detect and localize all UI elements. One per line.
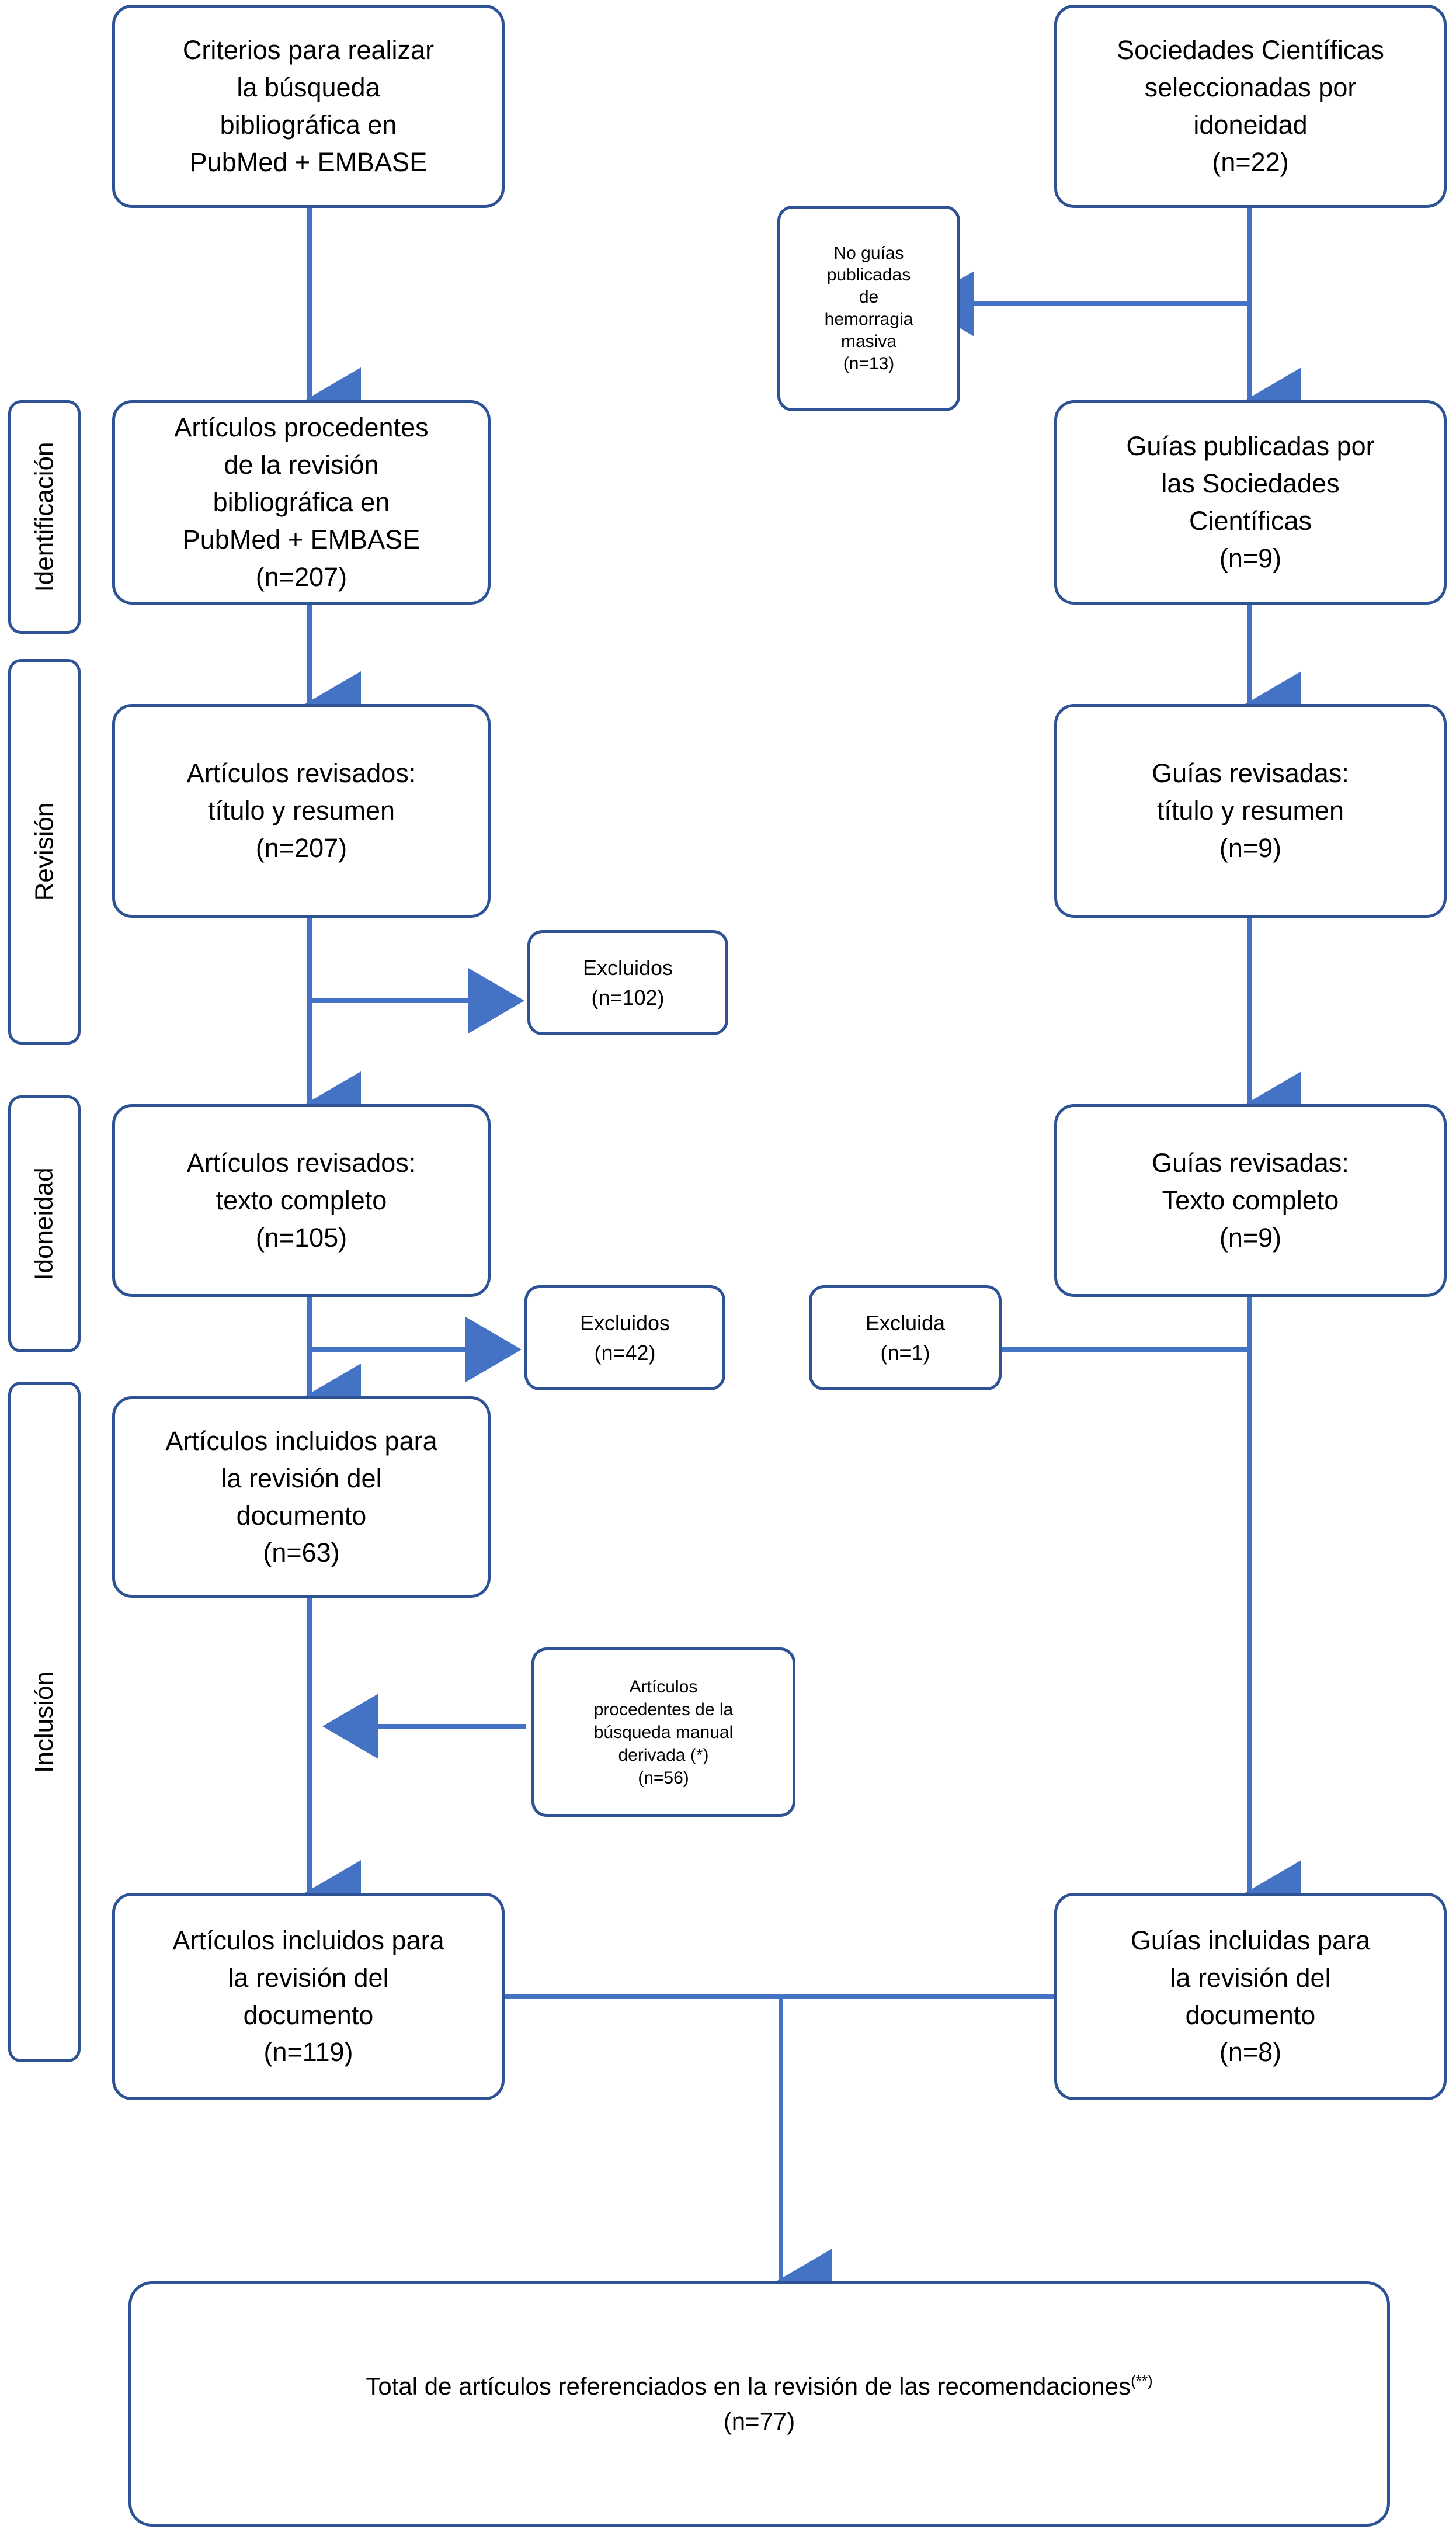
node-excluidos-102: Excluidos (n=102) bbox=[527, 930, 728, 1035]
stage-label-identificacion: Identificación bbox=[30, 442, 59, 592]
node-excluida-1-line-2: (n=1) bbox=[880, 1341, 930, 1365]
node-excluidos-42-line-1: Excluidos bbox=[579, 1310, 670, 1335]
node-articulos-texto-line-1: Artículos revisados: bbox=[186, 1148, 416, 1178]
node-articulos-texto-line-3: (n=105) bbox=[255, 1222, 348, 1253]
node-total-line-1: Total de artículos referenciados en la r… bbox=[140, 2369, 1379, 2404]
node-busqueda-manual-line-2: procedentes de la bbox=[593, 1699, 734, 1719]
node-articulos-incluidos-63-line-3: documento bbox=[236, 1500, 367, 1531]
node-articulos-incluidos-63: Artículos incluidos para la revisión del… bbox=[112, 1396, 491, 1598]
node-guias-incluidas-8-line-4: (n=8) bbox=[1219, 2037, 1282, 2067]
node-articulos-incluidos-119-line-1: Artículos incluidos para bbox=[172, 1925, 444, 1955]
node-articulos-titulo-resumen: Artículos revisados: título y resumen (n… bbox=[112, 704, 491, 918]
node-busqueda-manual-line-3: búsqueda manual bbox=[593, 1722, 734, 1742]
node-articulos-procedentes: Artículos procedentes de la revisión bib… bbox=[112, 400, 491, 605]
node-articulos-incluidos-63-line-1: Artículos incluidos para bbox=[165, 1425, 437, 1456]
node-guias-titulo-resumen: Guías revisadas: título y resumen (n=9) bbox=[1054, 704, 1447, 918]
node-guias-incluidas-8: Guías incluidas para la revisión del doc… bbox=[1054, 1893, 1447, 2100]
node-articulos-incluidos-63-line-4: (n=63) bbox=[263, 1538, 340, 1568]
node-guias-texto-line-1: Guías revisadas: bbox=[1152, 1148, 1349, 1178]
node-no-guias-line-6: (n=13) bbox=[843, 353, 895, 373]
node-guias-publicadas-line-4: (n=9) bbox=[1219, 543, 1282, 573]
stage-band-identificacion: Identificación bbox=[8, 400, 81, 634]
stage-band-inclusion: Inclusión bbox=[8, 1382, 81, 2062]
node-total-superscript: (**) bbox=[1131, 2372, 1153, 2390]
node-busqueda-manual: Artículos procedentes de la búsqueda man… bbox=[531, 1647, 795, 1817]
node-criterios-line-3: bibliográfica en bbox=[220, 110, 397, 140]
node-excluidos-102-line-1: Excluidos bbox=[582, 955, 673, 980]
node-guias-publicadas-line-3: Científicas bbox=[1189, 506, 1312, 536]
node-articulos-texto-completo: Artículos revisados: texto completo (n=1… bbox=[112, 1104, 491, 1297]
node-no-guias-publicadas: No guías publicadas de hemorragia masiva… bbox=[777, 206, 960, 411]
node-articulos-incluidos-119: Artículos incluidos para la revisión del… bbox=[112, 1893, 505, 2100]
stage-label-revision: Revisión bbox=[30, 802, 58, 901]
node-articulos-titulo-line-2: título y resumen bbox=[207, 796, 395, 826]
node-articulos-procedentes-line-3: bibliográfica en bbox=[213, 487, 390, 518]
node-guias-titulo-line-1: Guías revisadas: bbox=[1152, 758, 1349, 789]
node-guias-publicadas-line-2: las Sociedades bbox=[1161, 469, 1340, 499]
node-guias-publicadas-line-1: Guías publicadas por bbox=[1126, 431, 1375, 462]
node-excluida-1-line-1: Excluida bbox=[865, 1310, 946, 1335]
node-articulos-titulo-line-3: (n=207) bbox=[255, 832, 348, 863]
node-total-line-2: (n=77) bbox=[723, 2407, 795, 2435]
node-guias-texto-line-2: Texto completo bbox=[1162, 1185, 1339, 1216]
node-articulos-incluidos-63-line-2: la revisión del bbox=[221, 1463, 382, 1493]
node-guias-texto-completo: Guías revisadas: Texto completo (n=9) bbox=[1054, 1104, 1447, 1297]
stage-band-revision: Revisión bbox=[8, 659, 81, 1045]
node-guias-publicadas: Guías publicadas por las Sociedades Cien… bbox=[1054, 400, 1447, 605]
node-no-guias-line-2: publicadas bbox=[826, 265, 911, 285]
node-busqueda-manual-line-4: derivada (*) bbox=[618, 1745, 709, 1765]
node-guias-incluidas-8-line-1: Guías incluidas para bbox=[1130, 1925, 1371, 1955]
node-busqueda-manual-line-5: (n=56) bbox=[638, 1768, 689, 1788]
node-articulos-procedentes-line-4: PubMed + EMBASE bbox=[182, 524, 421, 554]
node-guias-texto-line-3: (n=9) bbox=[1219, 1222, 1282, 1253]
node-articulos-texto-line-2: texto completo bbox=[216, 1185, 387, 1216]
node-no-guias-line-3: de bbox=[859, 287, 879, 307]
node-articulos-titulo-line-1: Artículos revisados: bbox=[186, 758, 416, 789]
node-total-articulos: Total de artículos referenciados en la r… bbox=[128, 2281, 1390, 2527]
node-criterios-line-4: PubMed + EMBASE bbox=[189, 147, 428, 177]
node-excluidos-102-line-2: (n=102) bbox=[591, 986, 665, 1009]
node-sociedades: Sociedades Científicas seleccionadas por… bbox=[1054, 5, 1447, 208]
node-excluida-1: Excluida (n=1) bbox=[809, 1285, 1002, 1390]
node-guias-titulo-line-3: (n=9) bbox=[1219, 832, 1282, 863]
stage-band-idoneidad: Idoneidad bbox=[8, 1095, 81, 1352]
node-articulos-procedentes-line-5: (n=207) bbox=[255, 561, 348, 592]
node-sociedades-line-3: idoneidad bbox=[1193, 110, 1308, 140]
node-no-guias-line-5: masiva bbox=[840, 331, 897, 351]
node-no-guias-line-4: hemorragia bbox=[824, 310, 913, 329]
node-excluidos-42: Excluidos (n=42) bbox=[524, 1285, 725, 1390]
node-total-text: Total de artículos referenciados en la r… bbox=[366, 2372, 1131, 2400]
node-guias-incluidas-8-line-3: documento bbox=[1185, 2000, 1316, 2030]
node-guias-titulo-line-2: título y resumen bbox=[1156, 796, 1344, 826]
node-busqueda-manual-line-1: Artículos bbox=[629, 1677, 698, 1697]
node-articulos-procedentes-line-1: Artículos procedentes bbox=[174, 412, 429, 443]
stage-label-inclusion: Inclusión bbox=[30, 1671, 59, 1773]
stage-label-idoneidad: Idoneidad bbox=[30, 1167, 59, 1281]
node-guias-incluidas-8-line-2: la revisión del bbox=[1170, 1962, 1331, 1993]
node-excluidos-42-line-2: (n=42) bbox=[594, 1341, 656, 1365]
node-sociedades-line-4: (n=22) bbox=[1212, 147, 1289, 177]
node-articulos-incluidos-119-line-4: (n=119) bbox=[263, 2037, 353, 2067]
node-articulos-incluidos-119-line-2: la revisión del bbox=[228, 1962, 389, 1993]
node-criterios-line-2: la búsqueda bbox=[237, 72, 380, 103]
node-sociedades-line-1: Sociedades Científicas bbox=[1117, 35, 1384, 65]
node-criterios: Criterios para realizar la búsqueda bibl… bbox=[112, 5, 505, 208]
node-articulos-procedentes-line-2: de la revisión bbox=[224, 450, 379, 480]
node-criterios-line-1: Criterios para realizar bbox=[182, 35, 435, 65]
node-articulos-incluidos-119-line-3: documento bbox=[243, 2000, 374, 2030]
node-no-guias-line-1: No guías bbox=[833, 243, 904, 263]
node-sociedades-line-2: seleccionadas por bbox=[1144, 72, 1357, 103]
